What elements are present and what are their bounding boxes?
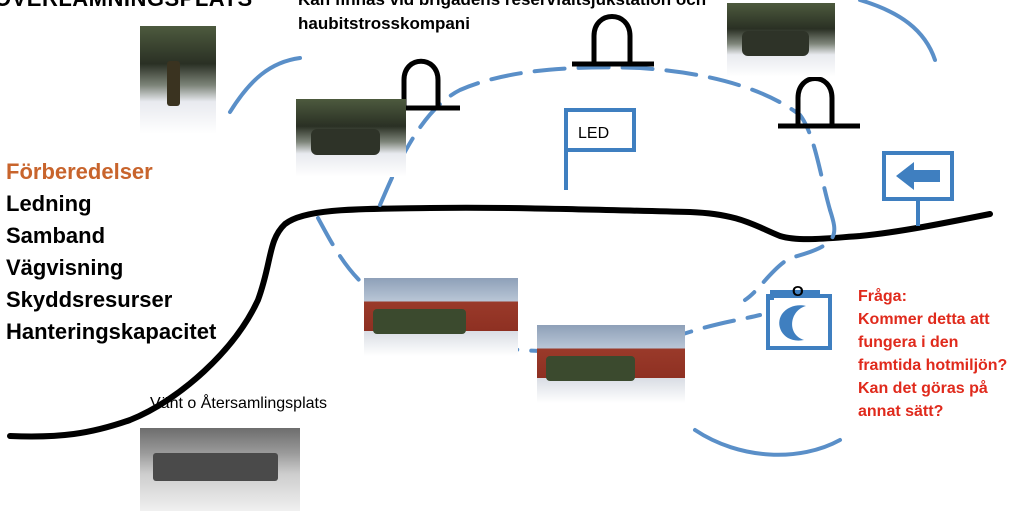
preparations-heading: Förberedelser [6,159,153,184]
photo-trucks-waiting [140,428,300,511]
loader-vehicle [742,31,810,57]
truck-column [152,452,278,482]
route-right-descent [743,208,837,302]
wait-area-caption: Vänt o Återsamlingsplats [150,395,327,412]
location-note: Kan finnas vid brigadens reservfältsjuks… [298,0,706,36]
tent-icon [778,76,860,129]
soldier-figure [166,60,181,106]
route-lower [316,216,762,354]
list-item-vagvisning: Vägvisning [6,255,124,280]
loader-vehicle [311,128,380,156]
photo-loader-right [727,3,835,77]
moon-sign-mark: O [792,283,804,300]
photo-convoy-red-building-2 [537,325,685,403]
convoy-vehicles [373,309,466,335]
arc-bottom-right [693,428,842,457]
list-item-hanteringskapacitet: Hanteringskapacitet [6,319,217,344]
photo-soldier-in-snow [140,26,216,134]
arrow-sign-icon [882,151,954,226]
question-block: Fråga: Kommer detta att fungera i den fr… [858,285,1007,423]
location-note-line1: Kan finnas vid brigadens reservfältsjuks… [298,0,706,12]
question-line: Kommer detta att [858,311,990,328]
question-line: annat sätt? [858,403,944,420]
question-line: framtida hotmiljön? [858,357,1008,374]
preparations-list: Förberedelser Ledning Samband Vägvisning… [6,156,216,348]
tent-icon [572,14,654,67]
moon-sign-icon: O [766,283,832,350]
arc-top-right [858,0,937,62]
led-label: LED [578,125,609,142]
question-line: Kan det göras på [858,380,988,397]
page-title: ÖVERLÄMNINGSPLATS [0,0,253,12]
arc-top-left [228,56,302,114]
convoy-vehicles [545,356,635,382]
location-note-line2: haubitstrosskompani [298,14,470,33]
question-line: fungera i den [858,334,959,351]
list-item-skyddsresurser: Skyddsresurser [6,287,173,312]
flag-icon: LED [564,108,636,190]
photo-convoy-red-building [364,278,518,356]
question-line: Fråga: [858,288,907,305]
list-item-samband: Samband [6,223,106,248]
photo-loader-left [296,99,406,177]
main-road [7,204,993,440]
list-item-ledning: Ledning [6,191,92,216]
